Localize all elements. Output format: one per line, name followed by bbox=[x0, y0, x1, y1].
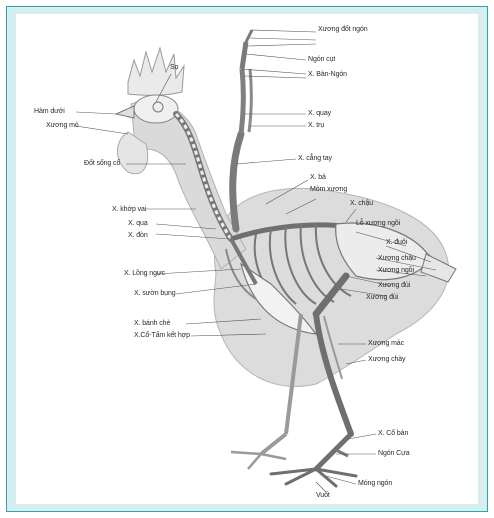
label-skull: Sọ bbox=[170, 64, 178, 71]
spur bbox=[336, 450, 348, 456]
label-carpus-metacarpus: X. Bàn-Ngón bbox=[308, 71, 347, 78]
label-spur: Ngón Cựa bbox=[378, 450, 410, 457]
skull-bone bbox=[134, 95, 178, 123]
label-beak-bone: Xương mỏ bbox=[46, 122, 79, 129]
label-shoulder-joint: X. khớp vai bbox=[112, 206, 146, 213]
wing-metacarpus bbox=[242, 42, 246, 69]
label-patella: X. bánh chè bbox=[134, 320, 170, 327]
label-fused-metacarpal: X.Cổ-Tấm kết hợp bbox=[134, 332, 190, 339]
label-tail: X. đuôi bbox=[386, 239, 407, 246]
label-femur: Xương đùi bbox=[366, 294, 398, 301]
beak bbox=[116, 106, 134, 118]
label-sacral: Mỏm xương bbox=[310, 186, 347, 193]
label-mandible: Hàm dưới bbox=[34, 108, 65, 115]
label-toes: Móng ngón bbox=[358, 480, 392, 487]
label-keel: X. Lồng ngực bbox=[124, 270, 165, 277]
far-leg-tarsus bbox=[261, 434, 286, 454]
label-tarsus: X. Cổ bàn bbox=[378, 430, 408, 437]
label-forearm: X. cẳng tay bbox=[298, 155, 332, 162]
neck-silhouette bbox=[131, 101, 246, 269]
label-tibia: Xương chày bbox=[368, 356, 405, 363]
label-synsacrum: X. chậu bbox=[350, 200, 373, 207]
label-cervical: Đốt sống cổ bbox=[84, 160, 120, 167]
diagram-panel: Xương đốt ngón Ngón cụt X. Bàn-Ngón X. q… bbox=[16, 14, 478, 504]
label-fibula: Xương mác bbox=[368, 340, 404, 347]
label-ischium: Xương ngồi bbox=[378, 267, 414, 274]
label-obturator: Lỗ xương ngồi bbox=[356, 220, 400, 227]
label-coracoid: X. quạ bbox=[128, 220, 148, 227]
label-lumbar: Xương đùi bbox=[378, 282, 410, 289]
label-sternal-rib: X. sườn bụng bbox=[134, 290, 176, 297]
label-digit-bones: Ngón cụt bbox=[308, 56, 335, 63]
label-phalanges: Xương đốt ngón bbox=[318, 26, 368, 33]
label-scapula: X. bả bbox=[310, 174, 326, 181]
tarsometatarsus bbox=[316, 434, 351, 469]
label-claw: Vuốt bbox=[316, 492, 330, 499]
comb bbox=[128, 48, 184, 95]
label-ulna: X. trụ bbox=[308, 122, 324, 129]
label-pelvis: Xương chậu bbox=[378, 255, 416, 262]
label-clavicle: X. đòn bbox=[128, 232, 148, 239]
label-radius: X. quay bbox=[308, 110, 331, 117]
wing-radius-ulna bbox=[241, 69, 243, 134]
wing-digit bbox=[246, 30, 252, 42]
toes bbox=[271, 469, 356, 486]
